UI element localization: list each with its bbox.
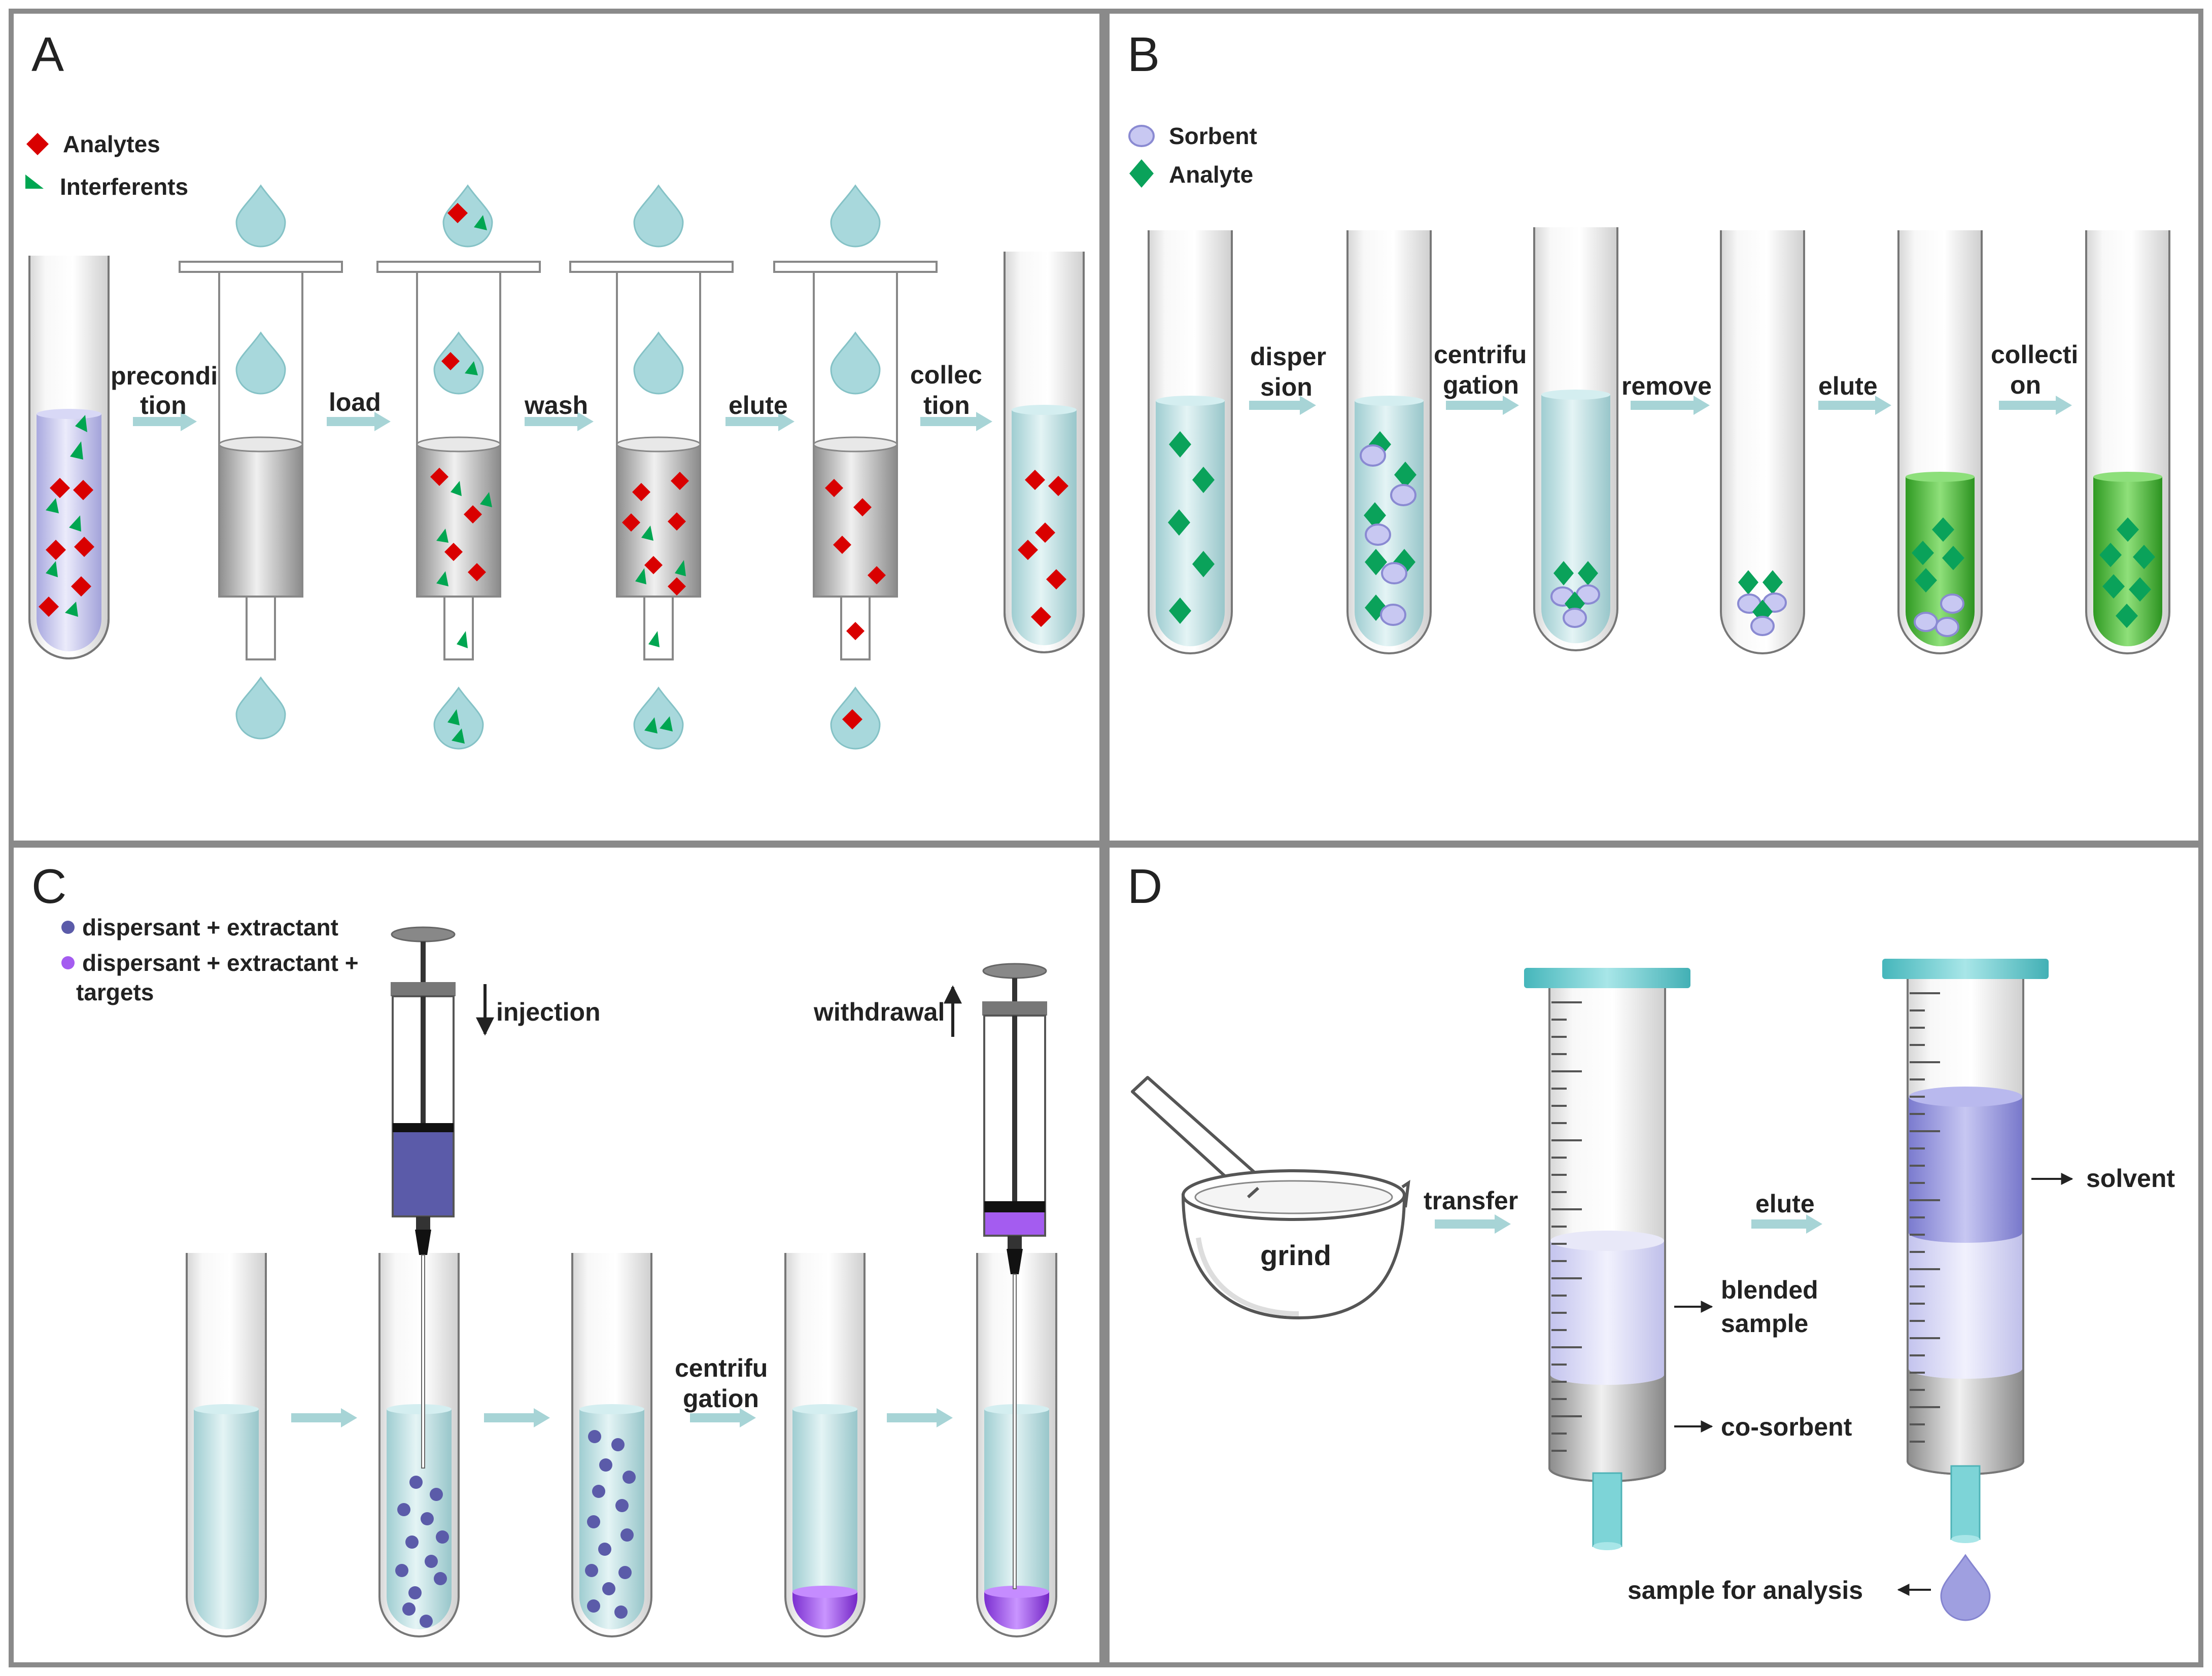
process-arrow-icon	[1446, 396, 1519, 415]
drop-icon	[830, 184, 881, 248]
process-arrow-icon	[725, 412, 794, 431]
sample-tube-icon	[28, 256, 110, 659]
panel-c: dispersant + extractant dispersant + ext…	[61, 914, 1057, 1637]
panel-a-frame	[9, 9, 1104, 846]
process-arrow-icon	[1631, 396, 1710, 415]
step-load-label: load	[329, 388, 381, 416]
step-centrifugation-label: centrifu	[675, 1354, 768, 1382]
spe-cartridge-icon	[773, 261, 938, 660]
process-arrow-icon	[327, 412, 391, 431]
process-arrow-icon	[920, 412, 992, 431]
panel-b-frame	[1104, 9, 2203, 846]
test-tube-icon	[378, 1253, 460, 1637]
drop-icon	[633, 184, 684, 248]
drop-icon	[235, 676, 286, 740]
process-arrow-icon	[484, 1408, 550, 1427]
legend-interferent-triangle-icon	[25, 174, 44, 189]
step-dispersion-label: disper	[1250, 342, 1326, 371]
process-arrow-icon	[1751, 1214, 1822, 1234]
test-tube-icon	[1346, 230, 1432, 654]
drop-icon	[235, 184, 286, 248]
panel-b: Sorbent Analyte	[1128, 123, 2170, 654]
process-arrow-icon	[1818, 396, 1891, 415]
step-collection-label: on	[2010, 371, 2041, 399]
process-arrow-icon	[887, 1408, 953, 1427]
process-arrow-icon	[133, 412, 197, 431]
mortar-and-pestle-icon	[1131, 1076, 1410, 1320]
test-tube-icon	[2085, 230, 2170, 654]
step-elute-label: elute	[1818, 372, 1878, 400]
blended-sample-label: blended	[1721, 1276, 1818, 1304]
step-wash-label: wash	[524, 391, 588, 420]
legend-target-dot-icon	[61, 956, 75, 969]
elute-label: elute	[1755, 1190, 1815, 1218]
step-precondition-label: precondi	[111, 362, 218, 390]
grind-label: grind	[1260, 1239, 1331, 1271]
withdrawal-label: withdrawal	[813, 998, 945, 1026]
solvent-label: solvent	[2086, 1164, 2175, 1193]
test-tube-icon	[1720, 230, 1805, 654]
panel-b-letter: B	[1127, 27, 1160, 82]
step-centrifugation-label: centrifu	[1434, 340, 1527, 369]
step-remove-label: remove	[1621, 372, 1712, 400]
spe-cartridge-icon	[569, 261, 734, 660]
step-elute-label: elute	[729, 391, 788, 420]
spe-cartridge-icon	[376, 261, 541, 660]
graduated-column-icon	[1524, 968, 1690, 1550]
injection-label: injection	[496, 998, 601, 1026]
collection-tube-icon	[1004, 252, 1085, 653]
blended-sample-label: sample	[1721, 1309, 1808, 1338]
panel-d: grind transfer elute	[1131, 959, 2175, 1621]
sample-for-analysis-label: sample for analysis	[1628, 1576, 1863, 1604]
process-arrow-icon	[1435, 1214, 1511, 1234]
panel-a: Analytes Interferents	[25, 131, 1085, 750]
legend-dispersant-dot-icon	[61, 921, 75, 934]
test-tube-icon	[1533, 227, 1618, 651]
legend-analyte-label: Analyte	[1169, 161, 1253, 188]
step-centrifugation-label: gation	[1443, 371, 1519, 399]
test-tube-icon	[1148, 230, 1233, 654]
syringe-icon	[391, 926, 456, 1469]
legend-sorbent-label: Sorbent	[1169, 123, 1257, 149]
legend-analyte-red-diamond-icon	[26, 133, 49, 155]
panel-c-letter: C	[31, 859, 66, 914]
drop-icon	[633, 686, 684, 750]
legend-analytes-label: Analytes	[63, 131, 160, 157]
process-arrow-icon	[690, 1408, 756, 1427]
step-collection-label: tion	[923, 391, 970, 420]
test-tube-icon	[784, 1253, 866, 1637]
process-arrow-icon	[1249, 396, 1316, 415]
co-sorbent-label: co-sorbent	[1721, 1413, 1852, 1441]
legend-targets-label: targets	[76, 979, 154, 1005]
test-tube-icon	[571, 1253, 652, 1637]
drop-icon	[433, 686, 484, 750]
step-precondition-label: tion	[140, 391, 187, 420]
legend-interferents-label: Interferents	[60, 173, 188, 200]
legend-analyte-diamond-icon	[1129, 159, 1154, 188]
syringe-icon	[982, 963, 1047, 1589]
sample-drop-icon	[1940, 1554, 1991, 1621]
drop-icon	[442, 184, 493, 248]
graduated-column-icon	[1882, 959, 2049, 1543]
step-collection-label: collec	[910, 361, 982, 389]
step-collection-label: collecti	[1991, 340, 2078, 369]
test-tube-icon	[1897, 230, 1983, 654]
spe-cartridge-icon	[179, 261, 343, 660]
test-tube-icon	[186, 1253, 267, 1637]
drop-icon	[830, 686, 881, 750]
legend-sorbent-icon	[1128, 125, 1155, 147]
process-arrow-icon	[525, 412, 594, 431]
panel-d-letter: D	[1127, 859, 1162, 914]
step-dispersion-label: sion	[1260, 373, 1312, 401]
step-centrifugation-label: gation	[683, 1384, 759, 1413]
panel-a-letter: A	[31, 27, 64, 82]
transfer-label: transfer	[1424, 1186, 1518, 1215]
legend-dispersant-label: dispersant + extractant	[82, 914, 338, 940]
process-arrow-icon	[291, 1408, 357, 1427]
process-arrow-icon	[1999, 396, 2072, 415]
legend-targets-label: dispersant + extractant +	[82, 950, 359, 976]
